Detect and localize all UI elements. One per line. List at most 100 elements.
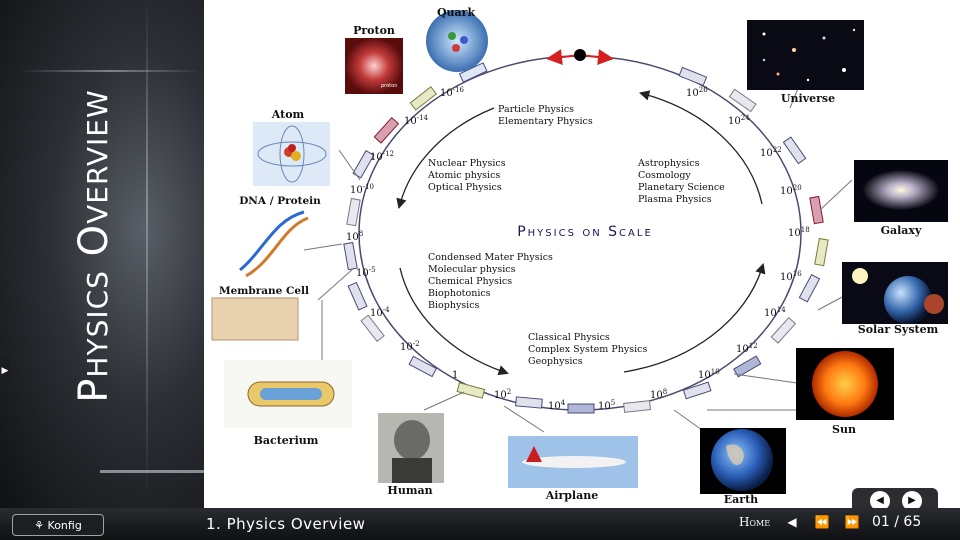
scale-label: 1024 xyxy=(728,114,750,127)
nav-panel xyxy=(852,488,938,510)
physics-scale-diagram: 10-16 10-14 10-12 10-10 108 10-5 10-4 10… xyxy=(211,6,948,506)
field-label: Plasma Physics xyxy=(638,194,712,205)
object-label: Atom xyxy=(271,108,305,121)
scale-box xyxy=(682,381,712,400)
scale-label: 1018 xyxy=(788,226,810,239)
field-label: Elementary Physics xyxy=(498,116,593,127)
field-label: Astrophysics xyxy=(637,158,700,169)
scale-box xyxy=(515,396,543,409)
scale-box xyxy=(678,66,708,87)
atom-thumb xyxy=(253,122,330,186)
inner-cycle-arc xyxy=(399,267,509,376)
scale-label: 1022 xyxy=(760,146,782,159)
scale-box xyxy=(409,86,438,111)
scale-box xyxy=(814,237,829,267)
object-label: Galaxy xyxy=(881,224,922,237)
earth-thumb xyxy=(700,428,786,494)
scale-label: 108 xyxy=(346,230,363,243)
human-thumb xyxy=(378,413,444,483)
scale-label: 1020 xyxy=(780,184,802,197)
scale-label: 10-4 xyxy=(370,306,390,319)
next-circle-button[interactable]: ▶ xyxy=(902,491,922,511)
solar-system-thumb xyxy=(842,262,948,324)
field-label: Biophotonics xyxy=(428,288,491,299)
scale-label: 1010 xyxy=(698,368,720,381)
object-label: Human xyxy=(387,484,432,497)
object-label: Solar System xyxy=(858,323,939,336)
connector-lines xyxy=(303,73,853,433)
fast-forward-icon[interactable]: ⏩ xyxy=(844,515,860,529)
field-label: Condensed Mater Physics xyxy=(428,252,553,263)
quark-thumb xyxy=(426,10,488,72)
sun-thumb xyxy=(796,348,894,420)
inner-cycle-arc xyxy=(623,263,766,373)
scale-label: 10-10 xyxy=(350,183,374,196)
inner-cycle-arc xyxy=(638,90,763,205)
scale-markers xyxy=(343,62,829,414)
scale-box xyxy=(567,403,595,414)
scale-box xyxy=(408,355,438,378)
scale-box xyxy=(456,382,486,399)
konfig-icon: ⚘ xyxy=(34,519,48,532)
scale-label: 102 xyxy=(494,388,511,401)
field-label: Complex System Physics xyxy=(528,344,647,355)
scale-label: 1 xyxy=(452,370,458,381)
scale-label: 10-5 xyxy=(356,266,376,279)
inner-cycle-arc xyxy=(396,107,495,210)
field-label: Molecular physics xyxy=(428,264,516,275)
object-label: Earth xyxy=(724,493,758,506)
scale-box xyxy=(373,116,400,144)
galaxy-thumb xyxy=(854,160,948,222)
konfig-button[interactable]: ⚘ Konfig xyxy=(12,514,104,536)
page-indicator: 01 / 65 xyxy=(872,514,922,530)
proton-caption: proton xyxy=(381,83,397,89)
field-label: Planetary Science xyxy=(638,182,725,193)
field-label: Nuclear Physics xyxy=(428,158,506,169)
konfig-label: Konfig xyxy=(47,519,82,532)
scale-label: 108 xyxy=(650,388,667,401)
scale-label: 10-14 xyxy=(404,114,429,127)
object-label: Membrane Cell xyxy=(219,285,309,297)
scale-box xyxy=(798,273,821,303)
scale-box xyxy=(347,281,368,311)
prev-circle-button[interactable]: ◀ xyxy=(870,491,890,511)
scale-label: 1012 xyxy=(736,342,758,355)
object-label: Quark xyxy=(437,6,476,19)
proton-thumb: proton xyxy=(345,38,403,94)
rewind-icon[interactable]: ⏪ xyxy=(814,515,830,529)
back-arrow-icon[interactable]: ◀ xyxy=(787,515,797,529)
scale-label: 104 xyxy=(548,399,566,412)
object-label: Airplane xyxy=(545,489,599,502)
field-label: Particle Physics xyxy=(498,104,574,115)
field-label: Atomic physics xyxy=(427,170,500,181)
expand-arrow-icon[interactable]: ▶ xyxy=(0,358,10,384)
scale-label: 1016 xyxy=(780,270,802,283)
sidebar-title: Physics Overview xyxy=(71,89,117,403)
breadcrumb: 1. Physics Overview xyxy=(206,515,366,533)
scale-box xyxy=(770,316,797,344)
slide-canvas: 10-16 10-14 10-12 10-10 108 10-5 10-4 10… xyxy=(204,0,960,508)
field-label: Chemical Physics xyxy=(428,276,512,287)
object-label: Sun xyxy=(832,423,856,436)
membrane-cell-thumb xyxy=(211,297,299,341)
object-label: Bacterium xyxy=(254,434,319,447)
horizontal-light-line xyxy=(100,470,204,473)
scale-box xyxy=(623,400,652,413)
scale-labels: 10-16 10-14 10-12 10-10 108 10-5 10-4 10… xyxy=(346,86,810,412)
scale-box xyxy=(360,314,385,343)
home-link[interactable]: Home xyxy=(739,515,771,529)
scale-label: 105 xyxy=(598,399,615,412)
scale-box xyxy=(343,241,358,271)
diagram-title: Physics on Scale xyxy=(517,224,653,240)
scale-label: 10-16 xyxy=(440,86,465,99)
dna-thumb xyxy=(239,210,309,278)
scale-label: 1026 xyxy=(686,86,708,99)
scale-label: 10-12 xyxy=(370,150,394,163)
scale-box xyxy=(733,355,762,378)
object-label: Proton xyxy=(353,24,395,37)
bacterium-thumb xyxy=(224,360,352,428)
universe-thumb xyxy=(747,20,864,90)
field-label: Classical Physics xyxy=(528,332,610,343)
field-label: Biophysics xyxy=(428,300,480,311)
origin-dot xyxy=(574,49,586,61)
